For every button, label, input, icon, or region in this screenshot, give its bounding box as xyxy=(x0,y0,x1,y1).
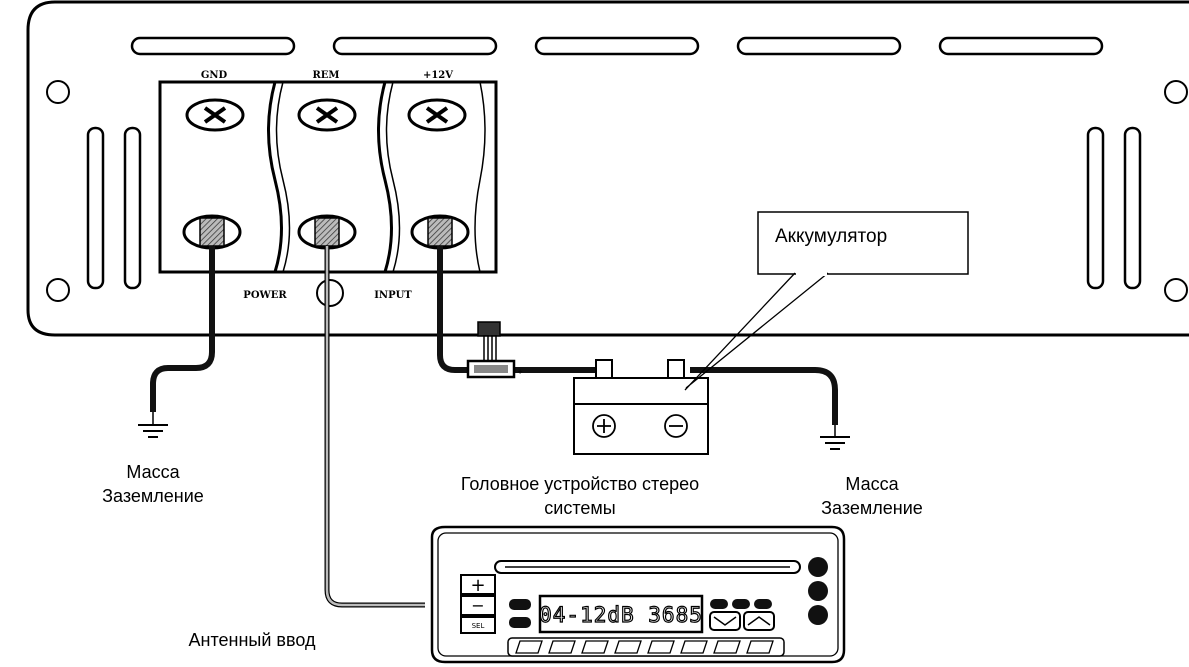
vent-slot xyxy=(1086,126,1105,290)
terminal-label-rem: REM xyxy=(312,70,339,81)
ground-right-caption-2: Заземление xyxy=(821,498,923,518)
vent-slot xyxy=(123,126,142,290)
ground-symbol-right xyxy=(820,425,850,450)
ground-wire-left xyxy=(150,246,215,412)
preset-button xyxy=(713,640,741,654)
battery-terminal-positive xyxy=(595,359,613,379)
preset-button xyxy=(647,640,675,654)
vent-slot xyxy=(938,36,1104,56)
power-wire xyxy=(437,246,470,373)
battery-callout: Аккумулятор xyxy=(684,211,969,391)
terminal-label-12v: +12V xyxy=(423,70,453,81)
vent-slot xyxy=(534,36,700,56)
input-label: INPUT xyxy=(374,290,412,301)
power-label: POWER xyxy=(243,290,287,301)
preset-button-row xyxy=(515,640,774,654)
preset-button xyxy=(680,640,708,654)
wire-socket-gnd xyxy=(182,214,242,250)
ground-symbol-left xyxy=(138,412,168,438)
volume-up-label: + xyxy=(470,575,485,596)
knob xyxy=(808,605,828,625)
mounting-hole xyxy=(1164,278,1188,302)
fuse-plus-mark: + xyxy=(517,368,523,376)
vent-slot xyxy=(736,36,902,56)
preset-button xyxy=(515,640,543,654)
vent-slot xyxy=(86,126,105,290)
vent-slot xyxy=(332,36,498,56)
head-unit-caption-1: Головное устройство стерео xyxy=(461,474,699,494)
preset-button xyxy=(614,640,642,654)
volume-up-button xyxy=(460,574,496,595)
lcd-display-text: 04-12dB 3685 xyxy=(539,603,703,627)
ground-right-caption-1: Масса xyxy=(845,474,899,494)
power-led xyxy=(316,279,344,307)
mounting-hole xyxy=(1164,80,1188,104)
vent-slot xyxy=(1123,126,1142,290)
wires xyxy=(150,246,838,608)
ground-wire-right xyxy=(690,367,838,425)
fuse-holder: + xyxy=(466,321,523,379)
terminal-screw-rem xyxy=(297,98,357,132)
sel-label: SEL xyxy=(472,622,485,630)
ground-left-caption-2: Заземление xyxy=(102,486,204,506)
terminal-label-gnd: GND xyxy=(201,70,228,81)
vent-slot xyxy=(130,36,296,56)
battery-callout-text: Аккумулятор xyxy=(775,226,887,247)
terminal-screw-12v xyxy=(407,98,467,132)
terminal-screw-gnd xyxy=(185,98,245,132)
lcd-display xyxy=(538,594,704,634)
knob xyxy=(808,557,828,577)
mounting-hole xyxy=(46,278,70,302)
wire-socket-rem xyxy=(297,214,357,250)
mounting-hole xyxy=(46,80,70,104)
preset-button xyxy=(581,640,609,654)
knob xyxy=(808,581,828,601)
terminal-block xyxy=(158,80,498,274)
sel-button xyxy=(460,616,496,634)
volume-down-button xyxy=(460,595,496,616)
wire-socket-12v xyxy=(410,214,470,250)
antenna-input-caption: Антенный ввод xyxy=(189,630,316,650)
head-unit: + − SEL 04-12dB 3685 xyxy=(430,525,846,664)
battery-terminal-negative xyxy=(667,359,685,379)
ground-left-caption-1: Масса xyxy=(126,462,180,482)
preset-button xyxy=(548,640,576,654)
volume-down-label: − xyxy=(471,596,484,615)
preset-button xyxy=(746,640,774,654)
battery xyxy=(573,359,709,455)
head-unit-caption-2: системы xyxy=(544,498,615,518)
